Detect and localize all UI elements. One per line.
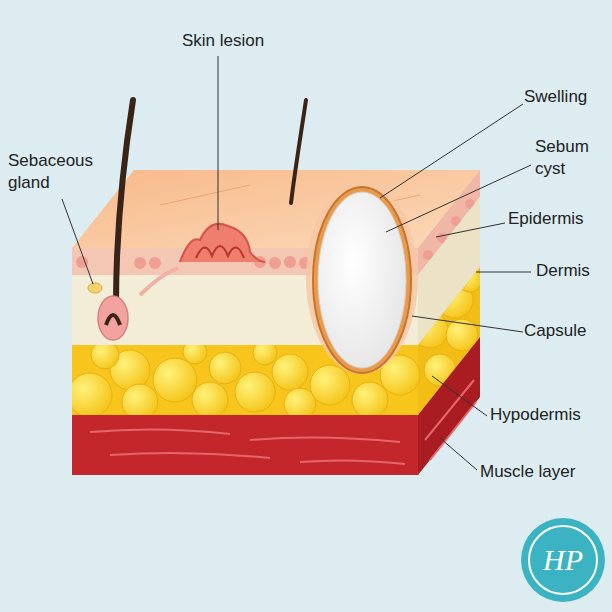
part-label: Sebum cyst [535, 136, 607, 180]
part-label: Hypodermis [490, 404, 608, 426]
logo-watermark: HP [521, 545, 605, 575]
part-label: Skin lesion [168, 30, 278, 52]
part-label: Muscle layer [480, 461, 608, 483]
part-label: Capsule [524, 320, 608, 342]
part-label: Dermis [536, 260, 608, 282]
part-label: Sebaceous gland [8, 150, 108, 194]
part-label: Swelling [524, 86, 608, 108]
part-label: Epidermis [508, 208, 608, 230]
